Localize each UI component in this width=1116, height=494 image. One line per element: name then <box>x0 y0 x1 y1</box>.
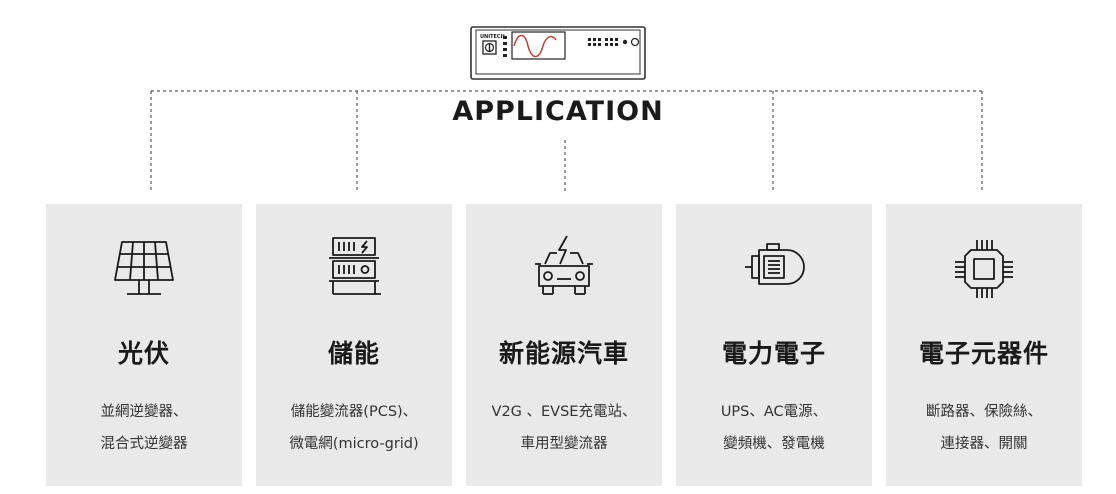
energy-storage-icon <box>329 237 381 295</box>
category-title: 電力電子 <box>721 339 826 368</box>
category-title: 電子元器件 <box>918 339 1049 368</box>
application-heading: APPLICATION <box>452 96 664 127</box>
category-title: 光伏 <box>117 339 170 368</box>
category-desc-line2: 微電網(micro-grid) <box>289 436 419 452</box>
category-desc-line1: 並網逆變器、 <box>100 404 188 420</box>
category-card-solar: 光伏 並網逆變器、 混合式逆變器 <box>46 204 242 486</box>
power-supply-device-icon: UNITECH <box>470 26 646 80</box>
category-desc-line2: 混合式逆變器 <box>100 436 188 452</box>
category-card-ev: 新能源汽車 V2G 、EVSE充電站、 車用型變流器 <box>466 204 662 486</box>
motor-icon <box>745 243 805 285</box>
category-desc-line1: 儲能變流器(PCS)、 <box>290 404 418 420</box>
category-desc-line1: 斷路器、保險絲、 <box>926 404 1042 420</box>
solar-panel-icon <box>114 241 174 295</box>
category-desc-line2: 變頻機、發電機 <box>723 436 825 452</box>
device-brand: UNITECH <box>480 34 505 40</box>
category-title: 新能源汽車 <box>498 339 629 368</box>
category-card-components: 電子元器件 斷路器、保險絲、 連接器、開關 <box>886 204 1082 486</box>
category-desc-line1: UPS、AC電源、 <box>720 404 828 420</box>
category-card-storage: 儲能 儲能變流器(PCS)、 微電網(micro-grid) <box>256 204 452 486</box>
category-card-power-electronics: 電力電子 UPS、AC電源、 變頻機、發電機 <box>676 204 872 486</box>
category-desc-line2: 連接器、開關 <box>940 436 1028 452</box>
category-desc-line1: V2G 、EVSE充電站、 <box>491 404 637 420</box>
category-desc-line2: 車用型變流器 <box>520 436 608 452</box>
chip-icon <box>955 240 1013 298</box>
category-title: 儲能 <box>327 339 380 368</box>
electric-car-icon <box>535 235 593 295</box>
